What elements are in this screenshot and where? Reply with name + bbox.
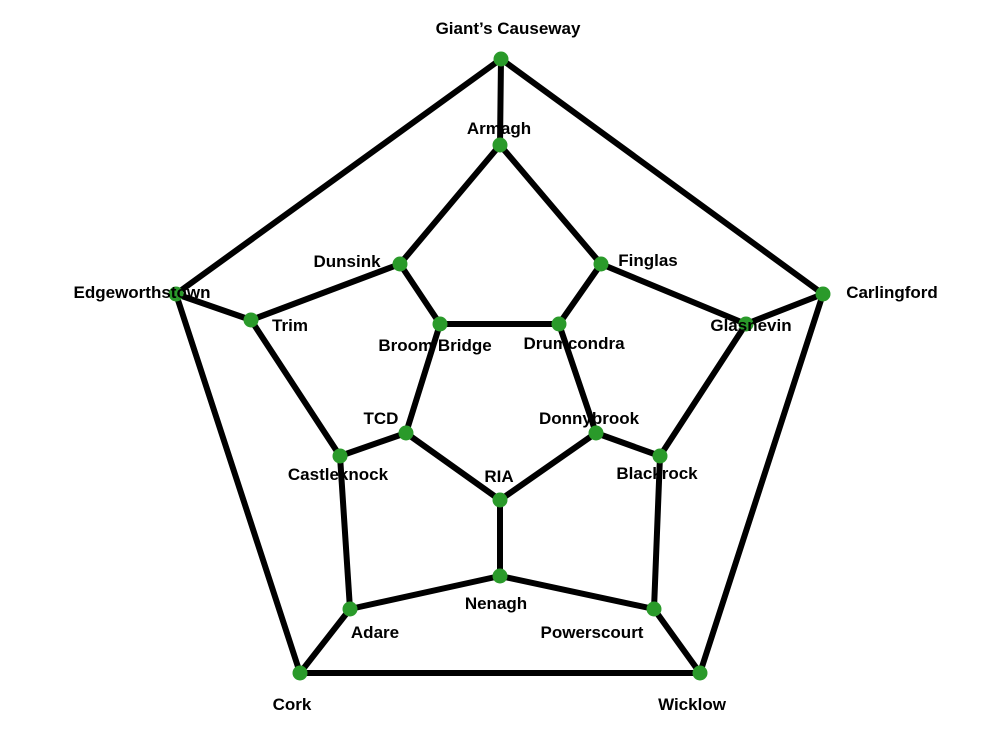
node-label-broom-bridge: Broom Bridge: [378, 336, 491, 355]
edge-giants-causeway-carlingford: [498, 56, 826, 297]
node-label-drumcondra: Drumcondra: [523, 334, 625, 353]
edge-giants-causeway-armagh: [497, 56, 504, 148]
node-armagh: [492, 137, 508, 153]
edge-drumcondra-donnybrook: [556, 321, 599, 436]
node-powerscourt: [646, 601, 662, 617]
node-nenagh: [492, 568, 508, 584]
node-adare: [342, 601, 358, 617]
node-label-adare: Adare: [351, 623, 399, 642]
edge-edgeworthstown-giants-causeway: [173, 56, 504, 297]
node-drumcondra: [551, 316, 567, 332]
node-dunsink: [392, 256, 408, 272]
edge-cork-adare: [297, 606, 353, 676]
edge-wicklow-powerscourt: [651, 606, 703, 676]
nodes-layer: [168, 51, 831, 681]
node-label-nenagh: Nenagh: [465, 594, 527, 613]
node-label-tcd: TCD: [364, 409, 399, 428]
edge-trim-dunsink: [248, 261, 403, 323]
node-cork: [292, 665, 308, 681]
node-finglas: [593, 256, 609, 272]
node-glasnevin: [738, 316, 754, 332]
node-label-ria: RIA: [484, 467, 513, 486]
node-castleknock: [332, 448, 348, 464]
node-label-dunsink: Dunsink: [313, 252, 381, 271]
edge-carlingford-wicklow: [697, 291, 826, 676]
node-trim: [243, 312, 259, 328]
edge-adare-castleknock: [337, 453, 353, 612]
node-broom-bridge: [432, 316, 448, 332]
node-label-trim: Trim: [272, 316, 308, 335]
node-label-finglas: Finglas: [618, 251, 678, 270]
node-label-edgeworthstown: Edgeworthstown: [74, 283, 211, 302]
node-label-carlingford: Carlingford: [846, 283, 938, 302]
node-carlingford: [815, 286, 831, 302]
edge-castleknock-tcd: [337, 430, 409, 459]
edge-edgeworthstown-trim: [173, 291, 254, 323]
node-wicklow: [692, 665, 708, 681]
edge-finglas-drumcondra: [556, 261, 604, 327]
node-ria: [492, 492, 508, 508]
edge-blackrock-donnybrook: [593, 430, 663, 459]
node-label-castleknock: Castleknock: [288, 465, 389, 484]
edge-armagh-finglas: [497, 142, 604, 267]
node-label-giants-causeway: Giant’s Causeway: [436, 19, 581, 38]
node-blackrock: [652, 448, 668, 464]
edge-ria-tcd: [403, 430, 503, 503]
edge-dunsink-broom-bridge: [397, 261, 443, 327]
edge-castleknock-trim: [248, 317, 343, 459]
edge-glasnevin-blackrock: [657, 321, 749, 459]
edge-tcd-broom-bridge: [403, 321, 443, 436]
node-giants-causeway: [493, 51, 509, 67]
edge-finglas-glasnevin: [598, 261, 749, 327]
edge-nenagh-adare: [347, 573, 503, 612]
node-label-powerscourt: Powerscourt: [541, 623, 644, 642]
edge-armagh-dunsink: [397, 142, 503, 267]
node-label-cork: Cork: [273, 695, 312, 714]
node-edgeworthstown: [168, 286, 184, 302]
node-tcd: [398, 425, 414, 441]
node-label-glasnevin: Glasnevin: [710, 316, 791, 335]
edge-powerscourt-nenagh: [497, 573, 657, 612]
edge-donnybrook-ria: [497, 430, 599, 503]
edge-cork-edgeworthstown: [173, 291, 303, 676]
node-label-armagh: Armagh: [467, 119, 531, 138]
edges-layer: [173, 56, 826, 676]
node-label-wicklow: Wicklow: [658, 695, 727, 714]
node-donnybrook: [588, 425, 604, 441]
edge-blackrock-powerscourt: [651, 453, 663, 612]
node-label-donnybrook: Donnybrook: [539, 409, 640, 428]
edge-carlingford-glasnevin: [743, 291, 826, 327]
node-label-blackrock: Blackrock: [616, 464, 698, 483]
